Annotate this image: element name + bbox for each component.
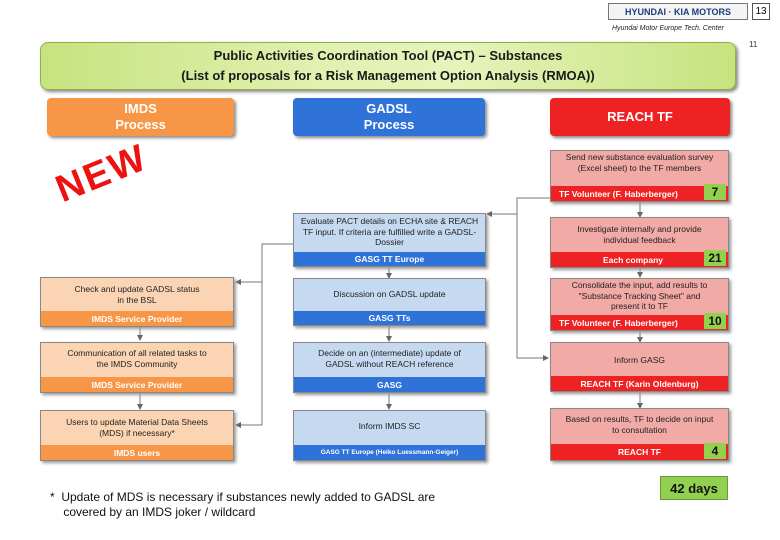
- reach-box-1-days: 7: [704, 184, 726, 200]
- imds-process-header: IMDS Process: [47, 98, 234, 136]
- imds-box-2: Communication of all related tasks to th…: [40, 342, 234, 393]
- reach-box-3: Consolidate the input, add results to "S…: [550, 278, 729, 331]
- gadsl-box-1: Evaluate PACT details on ECHA site & REA…: [293, 213, 486, 267]
- gadsl-box-2-owner: GASG TTs: [294, 311, 485, 325]
- imds-box-2-owner: IMDS Service Provider: [41, 377, 233, 392]
- reach-box-1-text: Send new substance evaluation survey (Ex…: [565, 152, 714, 173]
- imds-box-1-text: Check and update GADSL status in the BSL: [74, 284, 200, 305]
- gadsl-box-2-text: Discussion on GADSL update: [333, 289, 446, 299]
- reach-box-5-owner: REACH TF: [551, 444, 728, 460]
- banner-subtitle: (List of proposals for a Risk Management…: [181, 68, 595, 83]
- hyundai-kia-logo: HYUNDAI · KIA MOTORS: [608, 3, 748, 20]
- reach-box-1: Send new substance evaluation survey (Ex…: [550, 150, 729, 202]
- gadsl-box-3-owner: GASG: [294, 377, 485, 392]
- imds-box-3-owner: IMDS users: [41, 445, 233, 460]
- gadsl-box-4: Inform IMDS SC GASG TT Europe (Heiko Lue…: [293, 410, 486, 461]
- page-number: 13: [752, 3, 770, 20]
- reach-box-3-days: 10: [704, 313, 726, 329]
- reach-box-2-owner: Each company: [551, 252, 728, 267]
- imds-box-2-text: Communication of all related tasks to th…: [67, 348, 207, 369]
- imds-box-1: Check and update GADSL status in the BSL…: [40, 277, 234, 327]
- reach-box-4: Inform GASG REACH TF (Karin Oldenburg): [550, 342, 729, 392]
- imds-box-3-text: Users to update Material Data Sheets (MD…: [66, 417, 208, 438]
- gadsl-box-2: Discussion on GADSL update GASG TTs: [293, 278, 486, 326]
- reach-box-2-days: 21: [704, 250, 726, 266]
- arrow-gadsl-to-imds: [235, 243, 293, 428]
- arrow-reach-to-gadsl: [486, 197, 550, 217]
- sub-page-number: 11: [749, 40, 758, 49]
- gadsl-box-1-text: Evaluate PACT details on ECHA site & REA…: [300, 216, 479, 248]
- reach-box-2: Investigate internally and provide indiv…: [550, 217, 729, 268]
- banner-title: Public Activities Coordination Tool (PAC…: [213, 48, 563, 63]
- imds-box-3: Users to update Material Data Sheets (MD…: [40, 410, 234, 461]
- reach-box-3-text: Consolidate the input, add results to "S…: [571, 280, 708, 312]
- imds-box-1-owner: IMDS Service Provider: [41, 311, 233, 326]
- gadsl-box-4-owner: GASG TT Europe (Heiko Luessmann-Geiger): [294, 445, 485, 460]
- reach-box-4-text: Inform GASG: [613, 355, 665, 365]
- arrow-gadsl-to-reach: [516, 214, 549, 361]
- title-banner: Public Activities Coordination Tool (PAC…: [40, 42, 736, 90]
- reach-box-5-text: Based on results, TF to decide on input …: [565, 414, 714, 435]
- reach-box-2-text: Investigate internally and provide indiv…: [577, 224, 702, 245]
- reach-box-1-owner: TF Volunteer (F. Haberberger): [551, 186, 728, 201]
- gadsl-process-header: GADSL Process: [293, 98, 485, 136]
- gadsl-box-4-text: Inform IMDS SC: [358, 421, 421, 431]
- reach-box-4-owner: REACH TF (Karin Oldenburg): [551, 376, 728, 391]
- company-name: Hyundai Motor Europe Tech. Center: [612, 25, 724, 32]
- gadsl-box-3-text: Decide on an (intermediate) update of GA…: [318, 348, 461, 369]
- total-days-badge: 42 days: [660, 476, 728, 500]
- footnote: * Update of MDS is necessary if substanc…: [50, 490, 436, 519]
- arrow-gadsl-to-imds-top: [235, 244, 263, 285]
- gadsl-box-1-owner: GASG TT Europe: [294, 252, 485, 266]
- reach-tf-header: REACH TF: [550, 98, 730, 136]
- reach-box-5-days: 4: [704, 443, 726, 459]
- gadsl-box-3: Decide on an (intermediate) update of GA…: [293, 342, 486, 393]
- reach-box-5: Based on results, TF to decide on input …: [550, 408, 729, 461]
- reach-box-3-owner: TF Volunteer (F. Haberberger): [551, 315, 728, 330]
